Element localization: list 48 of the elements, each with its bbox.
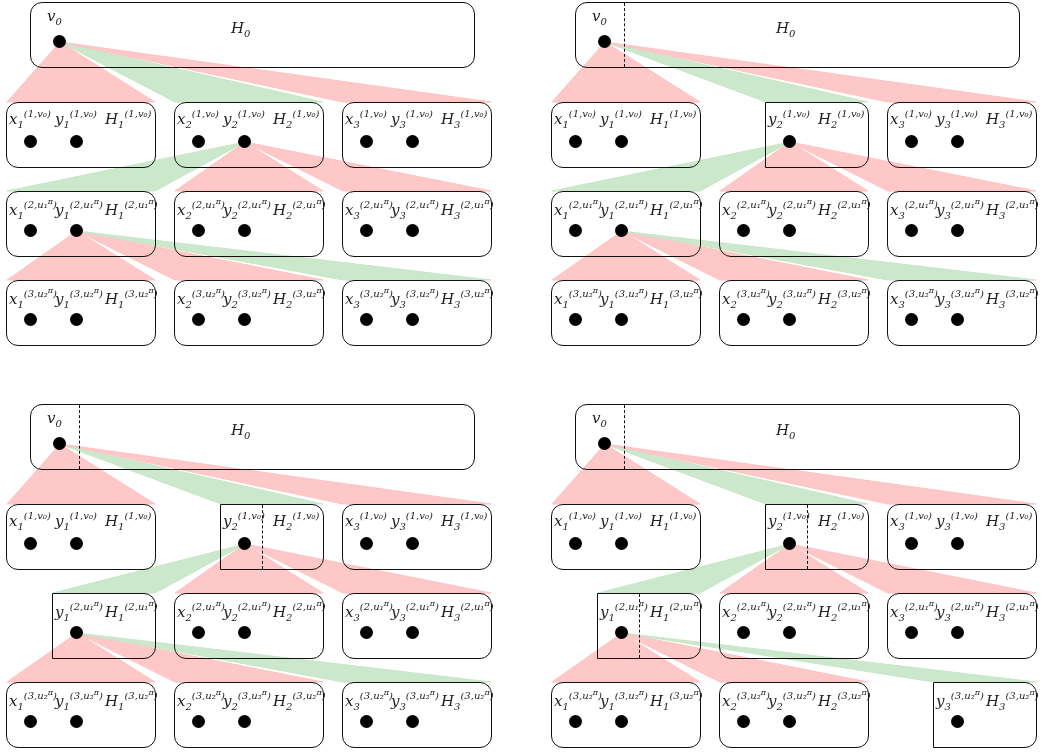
subgraph-box [174,191,324,257]
subgraph-box [551,191,701,257]
subgraph-box [551,280,701,346]
subgraph-box [342,593,492,659]
math-label: H$_{0}$ [776,423,796,441]
subgraph-box [933,682,1037,748]
subgraph-box [174,280,324,346]
subgraph-box [52,593,156,659]
subgraph-box [887,593,1037,659]
subgraph-box [174,682,324,748]
graph-box [30,404,475,470]
math-label: H$_{0}$ [776,21,796,39]
subgraph-box [6,504,156,570]
subgraph-box [597,593,701,659]
math-label: v$_{0}$ [592,9,607,27]
subgraph-box [719,280,869,346]
subgraph-box [887,504,1037,570]
subgraph-box [551,682,701,748]
subgraph-box [887,191,1037,257]
math-label: v$_{0}$ [47,9,62,27]
subgraph-box [174,102,324,168]
subgraph-box [765,504,869,570]
subgraph-box [342,102,492,168]
subgraph-box [342,504,492,570]
math-label: v$_{0}$ [47,411,62,429]
subgraph-box [342,191,492,257]
math-label: H$_{0}$ [231,423,251,441]
graph-box [575,2,1020,68]
subgraph-box [6,191,156,257]
subgraph-box [719,191,869,257]
subgraph-box [887,102,1037,168]
math-label: v$_{0}$ [592,411,607,429]
subgraph-box [887,280,1037,346]
graph-box [575,404,1020,470]
subgraph-box [342,280,492,346]
subgraph-box [551,504,701,570]
subgraph-box [6,682,156,748]
graph-box [30,2,475,68]
subgraph-box [719,593,869,659]
subgraph-box [6,102,156,168]
subgraph-box [551,102,701,168]
subgraph-box [220,504,324,570]
math-label: H$_{0}$ [231,21,251,39]
subgraph-box [719,682,869,748]
subgraph-box [765,102,869,168]
subgraph-box [342,682,492,748]
subgraph-box [174,593,324,659]
subgraph-box [6,280,156,346]
